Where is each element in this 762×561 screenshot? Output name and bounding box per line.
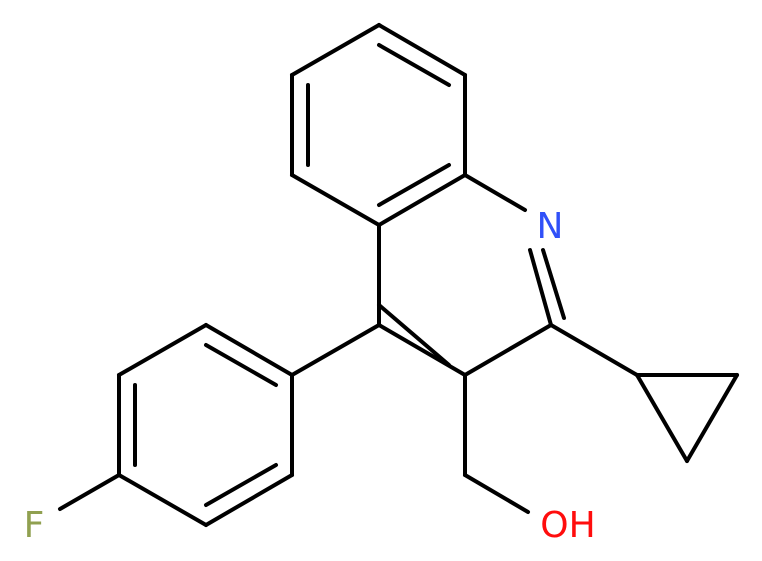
hydroxyl-label: OH bbox=[540, 505, 595, 546]
bond-inner bbox=[204, 463, 278, 507]
bond bbox=[117, 323, 208, 377]
bond bbox=[549, 323, 639, 377]
bond-inner bbox=[204, 343, 278, 387]
bond bbox=[377, 323, 467, 377]
bond bbox=[290, 173, 381, 227]
nitrogen-label: N bbox=[537, 206, 564, 247]
bond-inner bbox=[541, 248, 566, 320]
bond-inner bbox=[377, 43, 451, 87]
bond bbox=[635, 373, 689, 463]
bond bbox=[463, 323, 553, 377]
bond bbox=[463, 473, 530, 514]
bond bbox=[117, 473, 208, 527]
bond bbox=[290, 23, 381, 77]
bond bbox=[377, 23, 467, 77]
bond-inner bbox=[377, 163, 451, 207]
bond bbox=[204, 473, 294, 527]
bond bbox=[685, 373, 739, 463]
bond bbox=[528, 248, 553, 327]
bond bbox=[463, 173, 527, 212]
bond bbox=[290, 323, 381, 377]
bond bbox=[377, 173, 467, 227]
fluorine-label: F bbox=[24, 505, 45, 546]
bond-inner bbox=[377, 303, 451, 367]
bond bbox=[58, 473, 121, 511]
bond bbox=[204, 323, 294, 377]
